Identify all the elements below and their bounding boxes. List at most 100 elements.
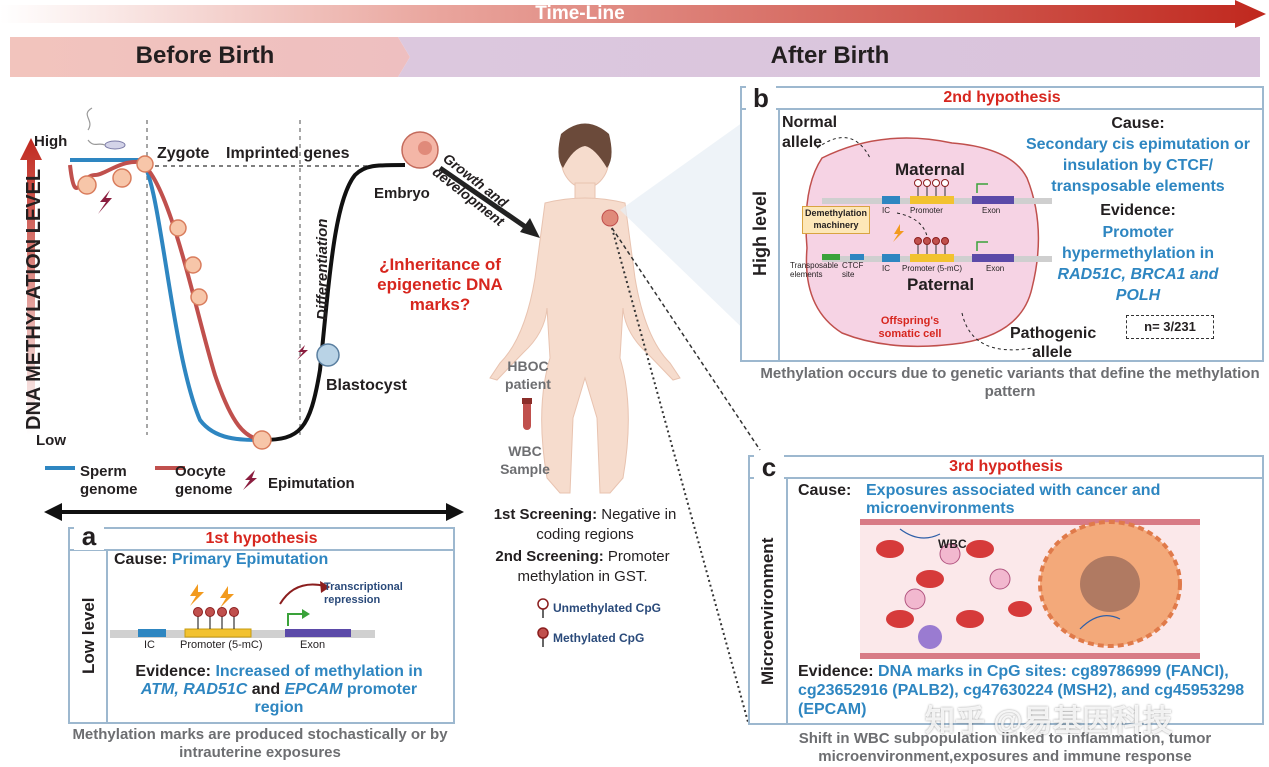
embryo-label: Embryo: [374, 185, 430, 202]
panel-b-cause: Secondary cis epimutation or insulation …: [1025, 136, 1251, 195]
legend-epimutation: Epimutation: [268, 475, 355, 492]
embryo-icon: [401, 131, 439, 169]
evidence-2a: ATM, RAD51C: [140, 681, 248, 698]
offspring-label: Offspring's somatic cell: [878, 315, 942, 340]
watermark: 知乎 @易基因科技: [925, 705, 1173, 738]
promoter-5mc-label: Promoter (5-mC): [902, 264, 963, 273]
panel-a-ic: IC: [144, 639, 155, 651]
blastocyst-label: Blastocyst: [326, 377, 407, 394]
low-label: Low: [36, 432, 66, 449]
ic-label-top: IC: [882, 206, 890, 215]
rise-curve: [261, 163, 406, 442]
sperm-curve: [70, 158, 263, 442]
panel-a-caption: Methylation marks are produced stochasti…: [72, 726, 448, 761]
inheritance-question: ¿Inheritance of epigenetic DNA marks?: [377, 255, 503, 314]
y-axis-label: DNA METHYLATION LEVEL: [23, 168, 45, 430]
methylation-curve-diagram: [20, 107, 540, 521]
screening1-label: 1st Screening:: [493, 506, 598, 523]
patient-body-icon: [489, 123, 681, 494]
wbc-label: WBC Sample: [500, 443, 550, 477]
screening2-label: 2nd Screening:: [495, 548, 604, 565]
ic-label-bottom: IC: [882, 264, 890, 273]
hboc-label: HBOC patient: [505, 358, 551, 392]
panel-b-evidence-1: Promoter hypermethylation in: [1061, 224, 1215, 262]
epimutation-icon: [297, 345, 308, 360]
oocyte-curve: [68, 159, 263, 442]
cause-text: Primary Epimutation: [171, 551, 329, 568]
unmethylated-cpg-icon: [537, 598, 549, 618]
panel-a-letter: a: [74, 522, 104, 550]
cause-label: Cause:: [114, 551, 168, 568]
panel-c-cause-label: Cause:: [798, 482, 852, 499]
epimutation-icon: [98, 190, 112, 214]
high-label: High: [34, 133, 68, 150]
unmethylated-label: Unmethylated CpG: [553, 601, 662, 615]
panel-b-caption: Methylation occurs due to genetic varian…: [760, 365, 1260, 400]
methylated-label: Methylated CpG: [553, 631, 645, 645]
panel-c-evidence: Evidence: DNA marks in CpG sites: cg8978…: [798, 662, 1248, 719]
panel-b-side: High level: [750, 190, 770, 276]
offspring-cell-diagram: [805, 137, 1052, 351]
legend-oocyte: Oocyte genome: [175, 463, 233, 498]
phase-banner: [10, 37, 1260, 77]
screening-2: 2nd Screening: Promoter methylation in G…: [470, 547, 695, 587]
ctcf-label: CTCF site: [842, 261, 864, 279]
panel-b-n-box: n= 3/231: [1126, 315, 1214, 339]
demethylation-box: Demethylation machinery: [802, 206, 870, 234]
screening-1: 1st Screening: Negative in coding region…: [480, 505, 690, 545]
panel-c-title: 3rd hypothesis: [750, 457, 1262, 479]
panel-c: 3rd hypothesis Microenvironment Cause: E…: [748, 455, 1264, 725]
evidence-2d: promoter: [346, 681, 418, 698]
timeline-title: Time-Line: [535, 3, 625, 24]
tumor-microenvironment-illustration: [860, 519, 1200, 659]
panel-a: 1st hypothesis Low level Cause: Primary …: [68, 527, 455, 724]
legend-sperm: Sperm genome: [80, 463, 138, 498]
zygote-label: Zygote: [157, 145, 210, 162]
panel-b: 2nd hypothesis High level Demethylation …: [740, 86, 1264, 362]
transposable-label: Transposable elements: [790, 261, 839, 279]
imprinted-label: Imprinted genes: [226, 145, 350, 162]
promoter-label-top: Promoter: [910, 206, 943, 215]
panel-a-gene-diagram: [110, 581, 375, 638]
panel-c-letter: c: [754, 453, 784, 481]
panel-c-cause: Exposures associated with cancer and mic…: [866, 482, 1161, 517]
wbc-tag: WBC: [938, 537, 967, 551]
timeline-arrow: [0, 0, 1266, 28]
normal-allele-label: Normal allele: [782, 114, 838, 151]
differentiation-label: Differentiation: [314, 218, 331, 320]
panel-a-side: Low level: [79, 597, 98, 674]
blastocyst-icon: [316, 343, 340, 367]
panel-b-title: 2nd hypothesis: [742, 88, 1262, 110]
evidence-3: region: [254, 699, 304, 716]
after-birth-label: After Birth: [770, 42, 890, 69]
panel-a-exon: Exon: [300, 639, 326, 651]
panel-b-letter: b: [746, 84, 776, 112]
evidence-1: Increased of methylation in: [215, 663, 423, 680]
evidence-label: Evidence:: [798, 663, 874, 680]
panel-b-cause-label: Cause:: [1111, 115, 1165, 132]
y-axis-arrow: [20, 138, 42, 435]
breast-tumor-icon: [601, 209, 619, 227]
panel-b-evidence-2: RAD51C, BRCA1 and POLH: [1057, 266, 1219, 304]
panel-a-promoter: Promoter (5-mC): [180, 639, 263, 651]
panel-a-repression: Transcriptional repression: [324, 581, 403, 606]
panel-b-evidence-label: Evidence:: [1100, 202, 1176, 219]
exon-label-bottom: Exon: [986, 264, 1005, 273]
panel-a-evidence: Evidence: Increased of methylation in AT…: [114, 663, 444, 717]
exon-label-top: Exon: [982, 206, 1001, 215]
maternal-label: Maternal: [895, 160, 965, 179]
evidence-2c: EPCAM: [284, 681, 343, 698]
blood-tube-icon: [522, 398, 532, 430]
evidence-2b: and: [251, 681, 281, 698]
panel-c-caption: Shift in WBC subpopulation linked to inf…: [798, 730, 1212, 765]
evidence-text: DNA marks in CpG sites: cg89786999 (FANC…: [798, 663, 1245, 718]
methylated-cpg-icon: [537, 627, 549, 647]
evidence-label: Evidence:: [135, 663, 211, 680]
panel-a-cause: Cause: Primary Epimutation: [114, 551, 328, 569]
sperm-cell-icon: [86, 107, 126, 150]
panel-a-title: 1st hypothesis: [70, 529, 453, 551]
panel-c-side: Microenvironment: [758, 537, 777, 685]
paternal-label: Paternal: [907, 275, 975, 294]
pathogenic-allele-label: Pathogenic allele: [1010, 325, 1097, 361]
before-birth-label: Before Birth: [135, 42, 275, 69]
